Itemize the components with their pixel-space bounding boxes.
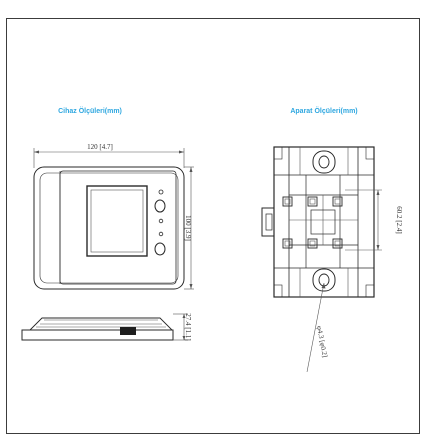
lower-button-icon bbox=[154, 242, 166, 256]
device-height-dimension bbox=[184, 166, 194, 290]
hole-diameter-leader bbox=[306, 282, 326, 373]
device-depth-label: 27.4 [1.1] bbox=[184, 313, 192, 340]
bracket-view bbox=[261, 146, 375, 298]
bracket-height-label: 60.2 [2.4] bbox=[395, 206, 403, 233]
device-screen bbox=[86, 185, 148, 257]
upper-button-icon bbox=[154, 199, 166, 213]
top-mount-hole-icon bbox=[318, 155, 330, 169]
device-height-label: 100 [3.9] bbox=[184, 215, 192, 241]
device-width-dimension bbox=[33, 148, 185, 168]
bracket-dimensions-title: Aparat Ölçüleri(mm) bbox=[290, 106, 357, 115]
device-depth-dimension bbox=[173, 313, 188, 341]
drawing-frame bbox=[6, 18, 420, 434]
device-side-view bbox=[21, 317, 174, 341]
indicator-led-icon bbox=[158, 189, 164, 195]
hole-diameter-label: φ4.3 [φ0.2] bbox=[315, 325, 329, 358]
device-width-label: 120 [4.7] bbox=[87, 143, 113, 151]
bracket-height-dimension bbox=[345, 189, 382, 251]
device-front-view bbox=[33, 166, 185, 290]
device-dimensions-title: Cihaz Ölçüleri(mm) bbox=[58, 106, 122, 115]
connector-port bbox=[120, 327, 136, 335]
